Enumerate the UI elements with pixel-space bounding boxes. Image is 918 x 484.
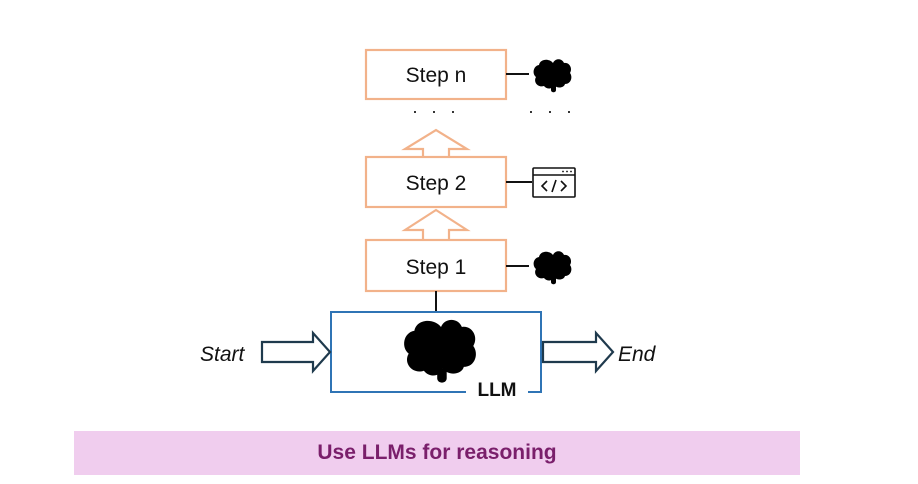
start-arrow [260, 330, 332, 374]
up-arrow-step2-to-stepn [401, 128, 471, 157]
caption-bar: Use LLMs for reasoning [74, 431, 800, 475]
caption-text: Use LLMs for reasoning [317, 441, 557, 464]
brain-icon [533, 59, 572, 93]
end-label: End [618, 343, 657, 366]
step-label: Step 2 [406, 172, 467, 195]
llm-label: LLM [477, 380, 516, 401]
up-arrow-step1-to-step2 [401, 208, 471, 240]
step-box-2: Step 2 [364, 155, 508, 209]
start-label: Start [200, 343, 246, 366]
ellipsis-icons: · · · [528, 101, 576, 121]
code-window-icon [532, 167, 576, 198]
step-box-n: Step n [364, 48, 508, 101]
step-label: Step 1 [406, 256, 467, 279]
end-arrow [541, 330, 615, 374]
step-box-1: Step 1 [364, 238, 508, 293]
step-label: Step n [406, 64, 467, 87]
ellipsis-steps: · · · [412, 101, 460, 121]
brain-icon [533, 251, 572, 285]
